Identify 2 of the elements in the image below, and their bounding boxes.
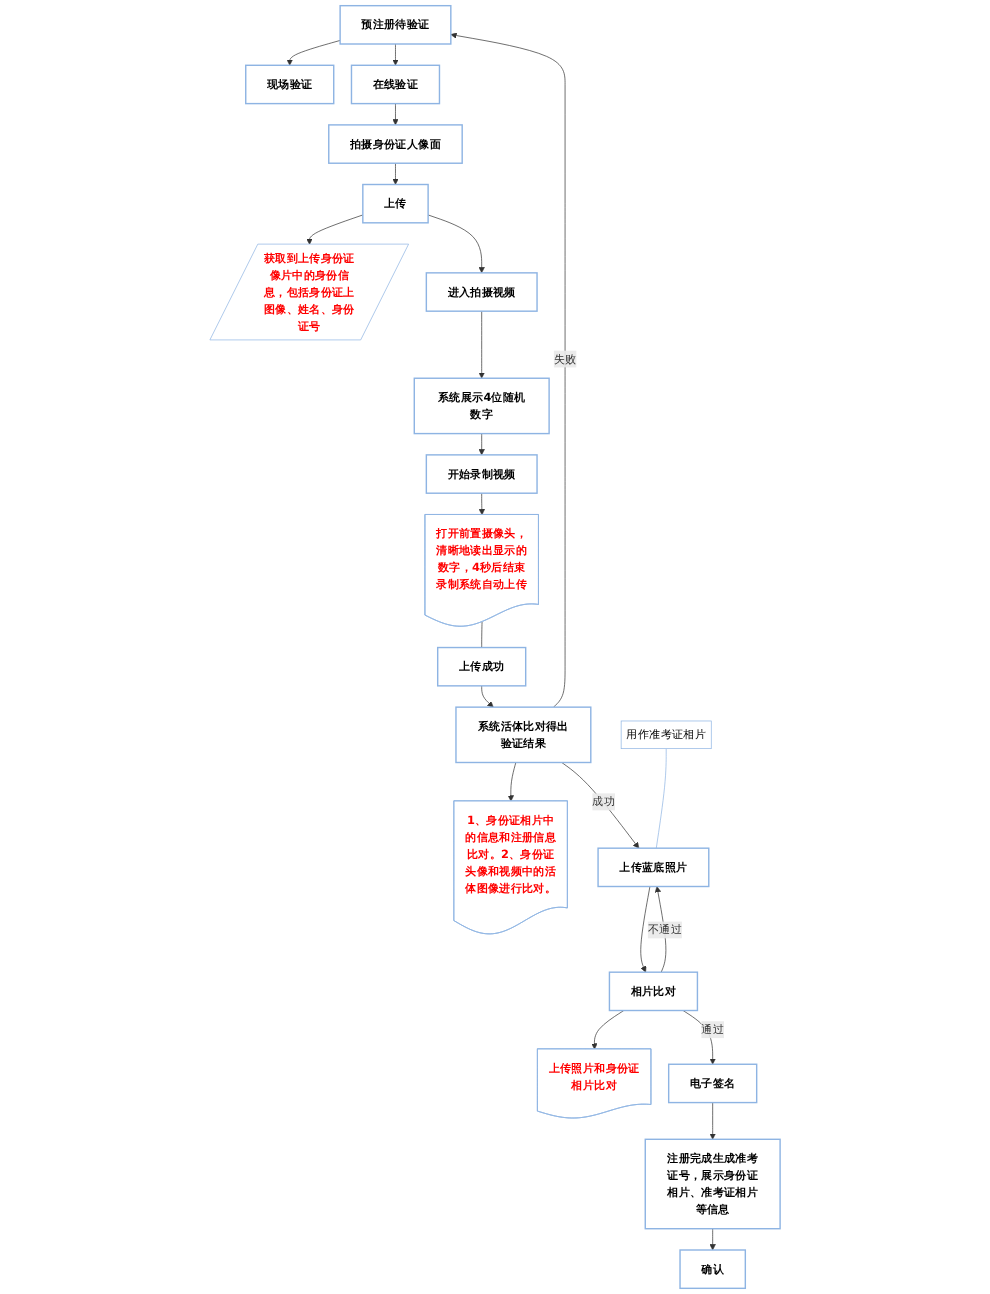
connector [655, 748, 667, 849]
connector [481, 621, 483, 648]
